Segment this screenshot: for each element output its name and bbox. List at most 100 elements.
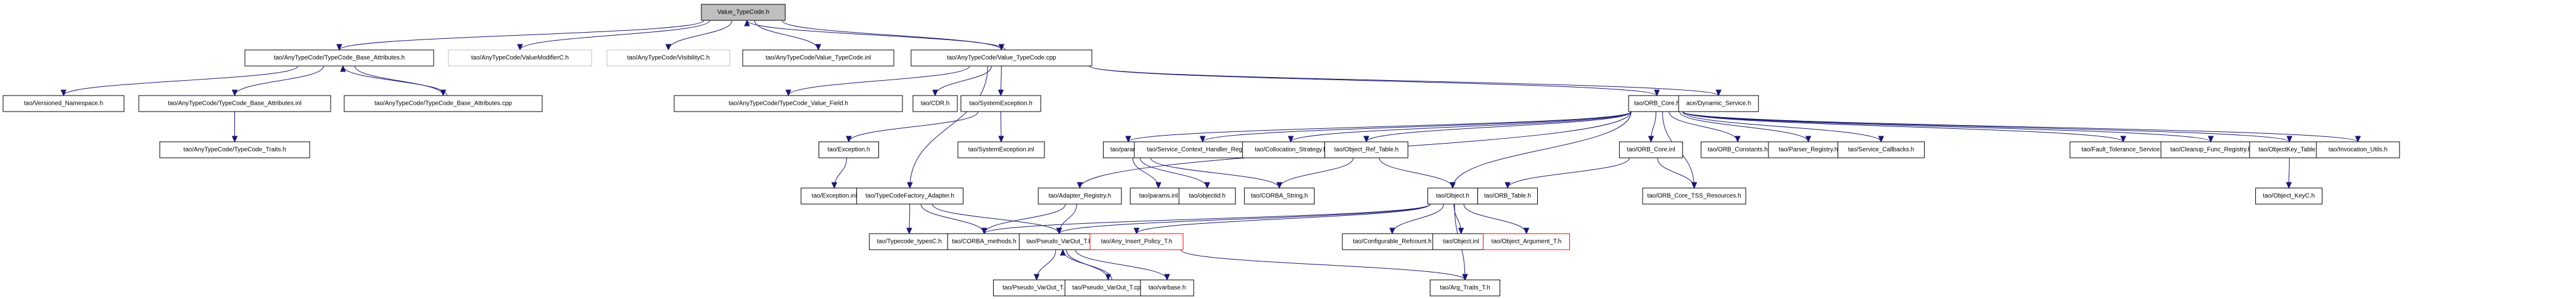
node-box[interactable] <box>1477 187 1538 205</box>
node-tao-pseudo-varout-t-cpp[interactable]: tao/Pseudo_VarOut_T.cpp <box>1064 279 1152 297</box>
node-tao-versioned-namespace-h[interactable]: tao/Versioned_Namespace.h <box>2 95 125 112</box>
node-tao-orb-constants-h[interactable]: tao/ORB_Constants.h <box>1701 141 1775 158</box>
node-tao-object-h[interactable]: tao/Object.h <box>1427 187 1478 205</box>
node-tao-varbase-h[interactable]: tao/varbase.h <box>1140 279 1194 297</box>
node-tao-adapter-registry-h[interactable]: tao/Adapter_Registry.h <box>1038 187 1122 205</box>
node-box[interactable] <box>960 95 1041 112</box>
node-ace-dynamic-service-h[interactable]: ace/Dynamic_Service.h <box>1678 95 1759 112</box>
node-value-typecode-h[interactable]: Value_TypeCode.h <box>701 4 786 21</box>
node-tao-invocation-utils-h[interactable]: tao/Invocation_Utils.h <box>2316 141 2400 158</box>
node-box[interactable] <box>1038 187 1122 205</box>
node-box[interactable] <box>856 187 964 205</box>
node-box[interactable] <box>1482 233 1571 250</box>
node-tao-anytypecode-valuemodifierc-h[interactable]: tao/AnyTypeCode/ValueModifierC.h <box>448 49 592 67</box>
node-tao-typecode-typesc-h[interactable]: tao/Typecode_typesC.h <box>869 233 950 250</box>
arrowhead-icon <box>2208 136 2214 143</box>
node-label: tao/ORB_Core.h <box>1634 100 1680 107</box>
node-tao-objectid-h[interactable]: tao/objectid.h <box>1178 187 1236 205</box>
node-box[interactable] <box>1324 141 1408 158</box>
node-tao-corba-string-h[interactable]: tao/CORBA_String.h <box>1244 187 1315 205</box>
node-box[interactable] <box>1140 279 1194 297</box>
node-tao-anytypecode-typecode-base-attributes-cpp[interactable]: tao/AnyTypeCode/TypeCode_Base_Attributes… <box>344 95 543 112</box>
edge-params_h-to-corbastr <box>1150 157 1280 189</box>
node-tao-any-insert-policy-t-h[interactable]: tao/Any_Insert_Policy_T.h <box>1089 233 1184 250</box>
node-box[interactable] <box>1837 141 1925 158</box>
node-tao-object-argument-t-h[interactable]: tao/Object_Argument_T.h <box>1482 233 1571 250</box>
node-box[interactable] <box>2070 141 2177 158</box>
node-tao-anytypecode-typecode-value-field-h[interactable]: tao/AnyTypeCode/TypeCode_Value_Field.h <box>674 95 903 112</box>
node-tao-configurable-refcount-h[interactable]: tao/Configurable_Refcount.h <box>1342 233 1443 250</box>
edge-orbcore-to-colloc <box>1290 111 1632 142</box>
node-box[interactable] <box>138 95 331 112</box>
node-tao-orb-core-tss-resources-h[interactable]: tao/ORB_Core_TSS_Resources.h <box>1642 187 1746 205</box>
node-box[interactable] <box>674 95 903 112</box>
node-tao-orb-table-h[interactable]: tao/ORB_Table.h <box>1477 187 1538 205</box>
node-box[interactable] <box>606 49 730 67</box>
node-tao-cleanup-func-registry-h[interactable]: tao/Cleanup_Func_Registry.h <box>2160 141 2261 158</box>
node-label: tao/params.h <box>1110 147 1146 154</box>
node-box[interactable] <box>2316 141 2400 158</box>
node-label: tao/params.inl <box>1139 193 1178 200</box>
node-tao-parser-registry-h[interactable]: tao/Parser_Registry.h <box>1768 141 1849 158</box>
node-box[interactable] <box>912 95 958 112</box>
node-box[interactable] <box>1429 279 1501 297</box>
node-box[interactable] <box>1178 187 1236 205</box>
node-label: tao/Invocation_Utils.h <box>2329 147 2388 154</box>
node-box[interactable] <box>448 49 592 67</box>
node-box[interactable] <box>2255 187 2322 205</box>
node-tao-anytypecode-visibilityc-h[interactable]: tao/AnyTypeCode/VisibilityC.h <box>606 49 730 67</box>
node-tao-anytypecode-typecode-base-attributes-inl[interactable]: tao/AnyTypeCode/TypeCode_Base_Attributes… <box>138 95 331 112</box>
node-tao-anytypecode-typecode-base-attributes-h[interactable]: tao/AnyTypeCode/TypeCode_Base_Attributes… <box>244 49 434 67</box>
node-tao-cdr-h[interactable]: tao/CDR.h <box>912 95 958 112</box>
node-box[interactable] <box>1701 141 1775 158</box>
node-label: tao/CDR.h <box>921 100 950 107</box>
node-tao-fault-tolerance-service-h[interactable]: tao/Fault_Tolerance_Service.h <box>2070 141 2177 158</box>
arrowhead-icon <box>1505 182 1511 189</box>
node-box[interactable] <box>2 95 125 112</box>
node-tao-pseudo-varout-t-h[interactable]: tao/Pseudo_VarOut_T.h <box>1018 233 1100 250</box>
node-box[interactable] <box>159 141 310 158</box>
node-box[interactable] <box>344 95 543 112</box>
node-box[interactable] <box>742 49 894 67</box>
node-tao-object-keyc-h[interactable]: tao/Object_KeyC.h <box>2255 187 2322 205</box>
node-box[interactable] <box>910 49 1092 67</box>
node-box[interactable] <box>1018 233 1100 250</box>
node-box[interactable] <box>2160 141 2261 158</box>
node-tao-orb-core-h[interactable]: tao/ORB_Core.h <box>1628 95 1686 112</box>
node-label: Value_TypeCode.h <box>717 9 769 16</box>
node-box[interactable] <box>1427 187 1478 205</box>
node-tao-object-ref-table-h[interactable]: tao/Object_Ref_Table.h <box>1324 141 1408 158</box>
node-box[interactable] <box>1064 279 1152 297</box>
arrowhead-icon <box>1199 136 1206 143</box>
node-box[interactable] <box>1129 187 1187 205</box>
node-tao-orb-core-inl[interactable]: tao/ORB_Core.inl <box>1619 141 1683 158</box>
node-tao-params-inl[interactable]: tao/params.inl <box>1129 187 1187 205</box>
node-box[interactable] <box>957 141 1045 158</box>
node-box[interactable] <box>1628 95 1686 112</box>
node-tao-systemexception-h[interactable]: tao/SystemException.h <box>960 95 1041 112</box>
node-tao-object-inl[interactable]: tao/Object.inl <box>1432 233 1490 250</box>
node-tao-arg-traits-t-h[interactable]: tao/Arg_Traits_T.h <box>1429 279 1501 297</box>
node-box[interactable] <box>1089 233 1184 250</box>
node-box[interactable] <box>1678 95 1759 112</box>
node-box[interactable] <box>1244 187 1315 205</box>
node-tao-anytypecode-value-typecode-cpp[interactable]: tao/AnyTypeCode/Value_TypeCode.cpp <box>910 49 1092 67</box>
node-tao-service-callbacks-h[interactable]: tao/Service_Callbacks.h <box>1837 141 1925 158</box>
node-box[interactable] <box>819 141 879 158</box>
node-tao-corba-methods-h[interactable]: tao/CORBA_methods.h <box>947 233 1022 250</box>
node-tao-anytypecode-typecode-traits-h[interactable]: tao/AnyTypeCode/TypeCode_Traits.h <box>159 141 310 158</box>
node-box[interactable] <box>947 233 1022 250</box>
node-label: tao/AnyTypeCode/TypeCode_Base_Attributes… <box>374 100 512 107</box>
node-box[interactable] <box>1619 141 1683 158</box>
node-tao-anytypecode-value-typecode-inl[interactable]: tao/AnyTypeCode/Value_TypeCode.inl <box>742 49 894 67</box>
node-box[interactable] <box>701 4 786 21</box>
node-box[interactable] <box>1642 187 1746 205</box>
node-tao-typecodefactory-adapter-h[interactable]: tao/TypeCodeFactory_Adapter.h <box>856 187 964 205</box>
node-box[interactable] <box>869 233 950 250</box>
node-tao-exception-h[interactable]: tao/Exception.h <box>819 141 879 158</box>
node-tao-collocation-strategy-h[interactable]: tao/Collocation_Strategy.h <box>1242 141 1340 158</box>
arrowhead-icon <box>2285 182 2292 189</box>
node-box[interactable] <box>1342 233 1443 250</box>
node-box[interactable] <box>244 49 434 67</box>
node-tao-systemexception-inl[interactable]: tao/SystemException.inl <box>957 141 1045 158</box>
